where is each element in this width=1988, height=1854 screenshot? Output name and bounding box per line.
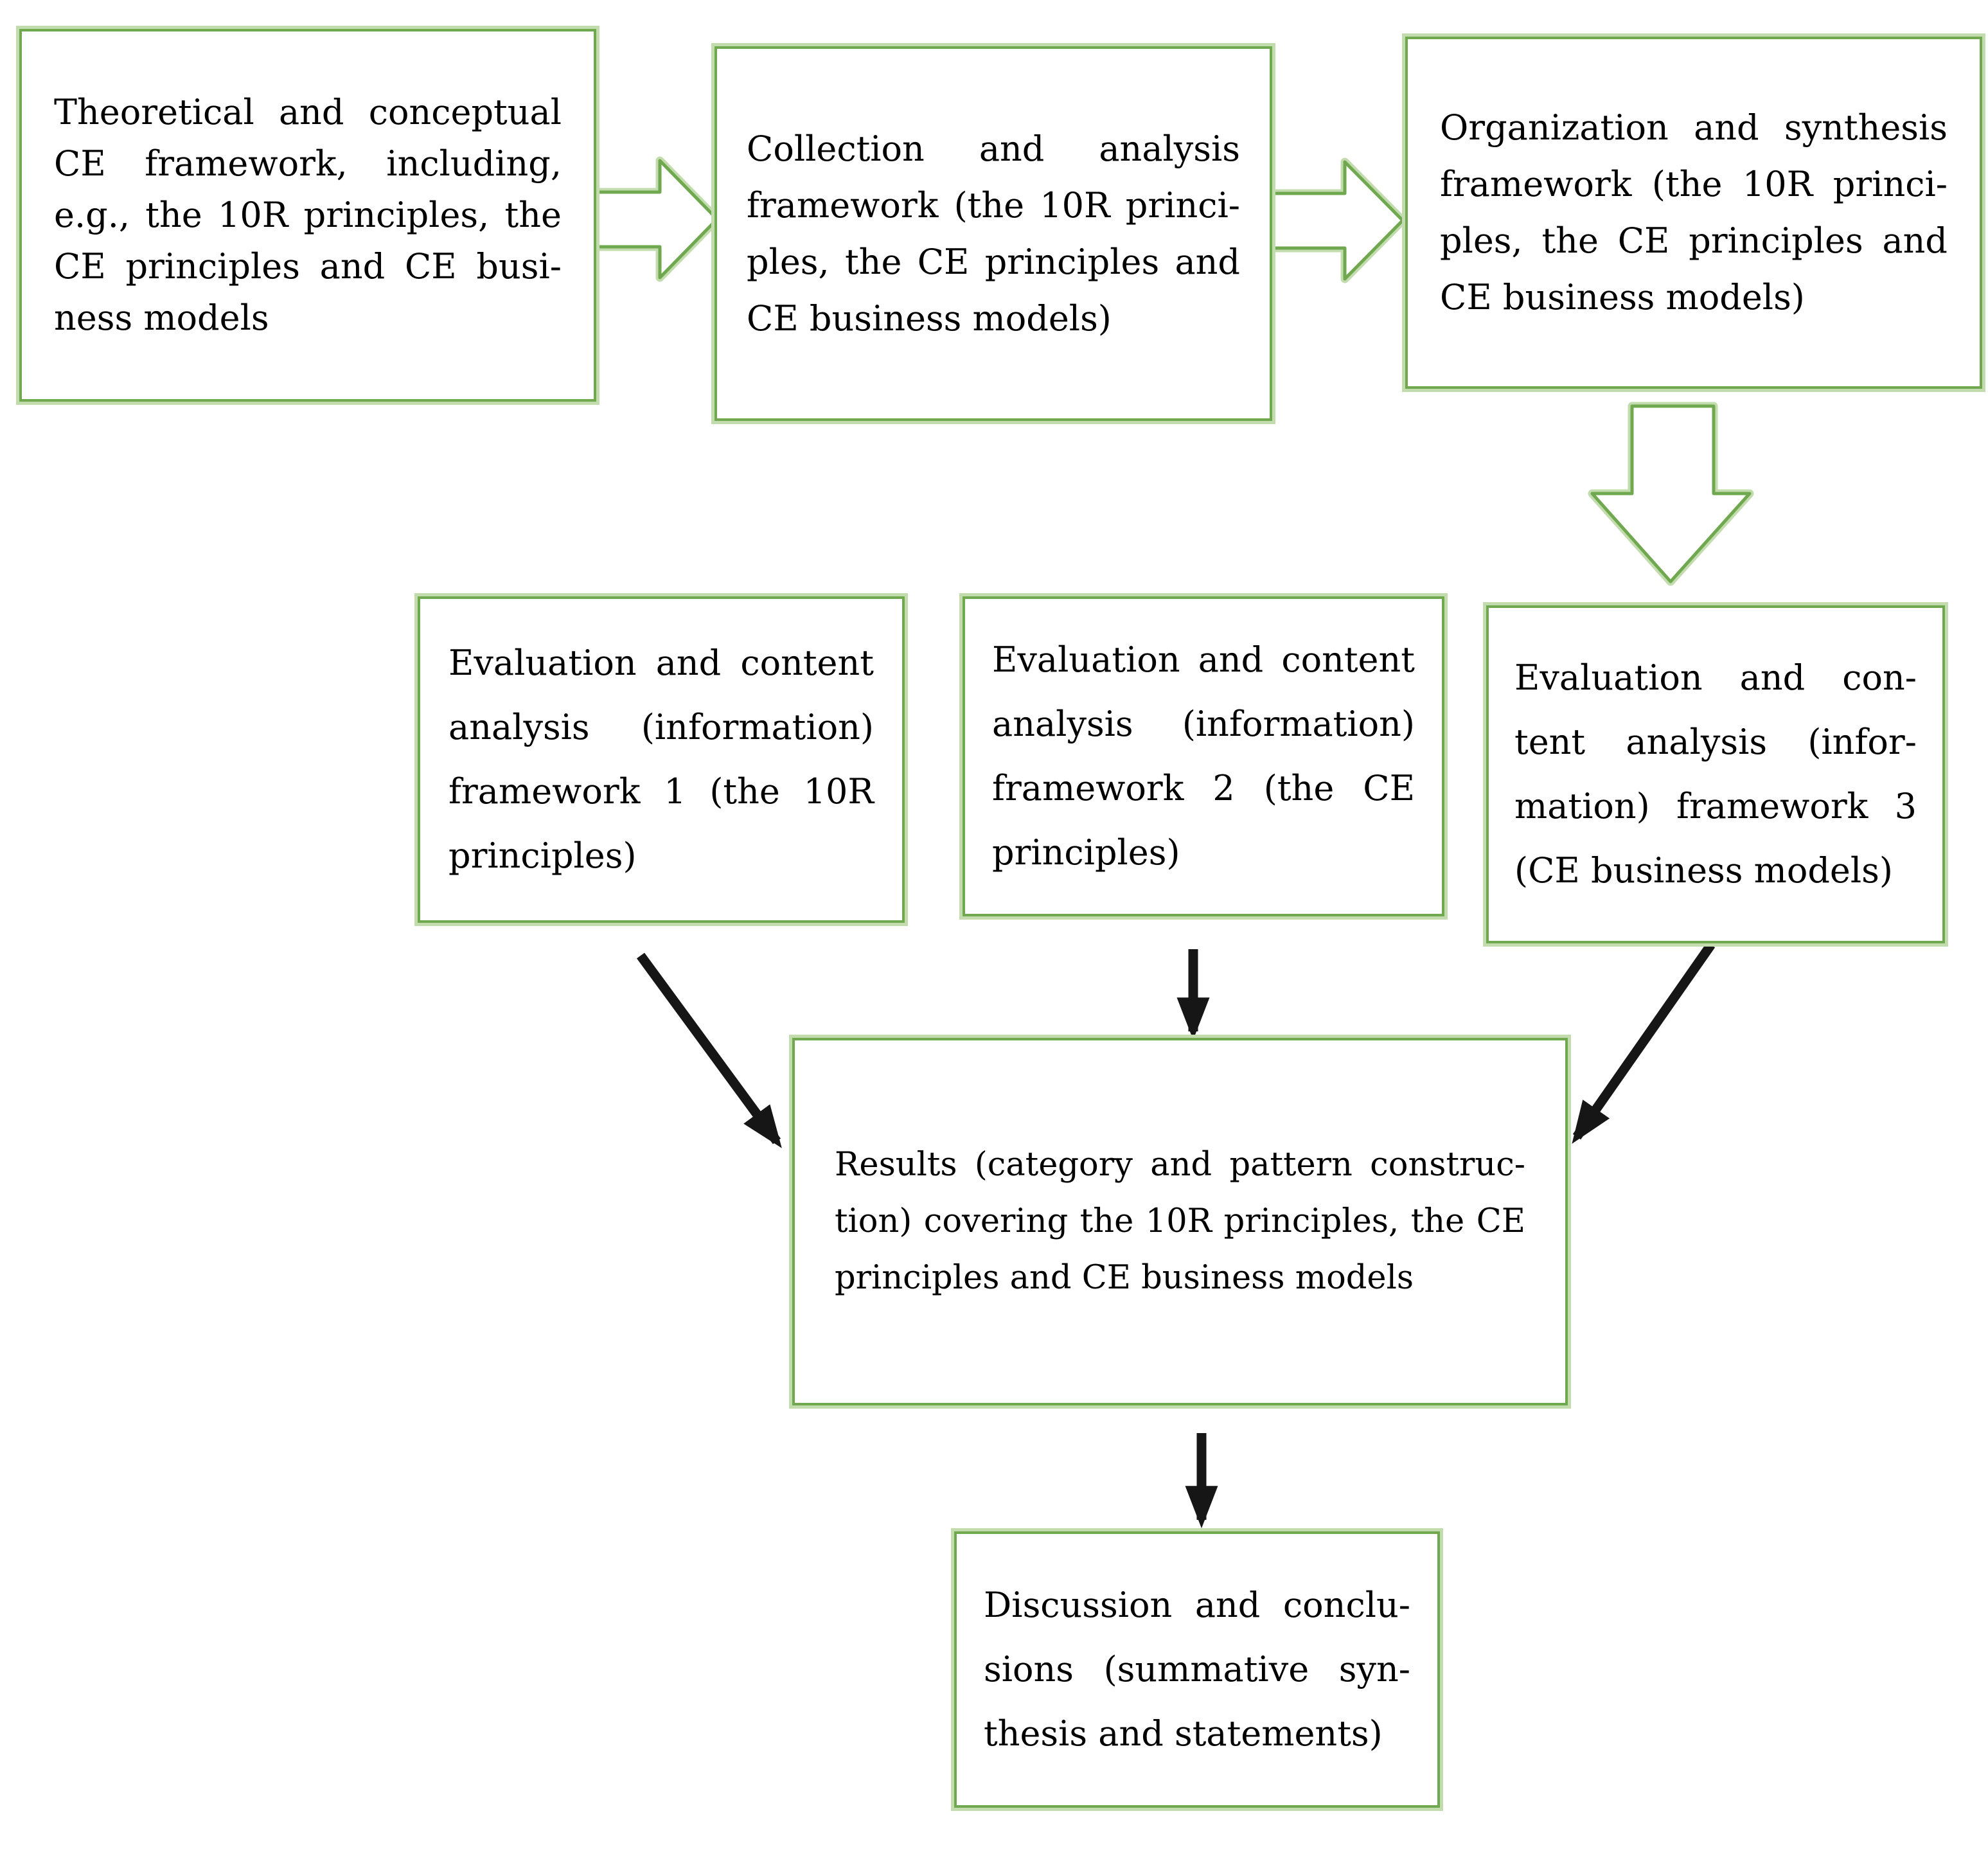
box-discussion-conclusions: Discussion and conclu- sions (summative … — [954, 1531, 1440, 1808]
box-text-line: analysis (information) — [992, 704, 1415, 744]
box-text-line: e.g., the 10R principles, the — [54, 195, 562, 235]
box-text-line: Organization and synthesis — [1440, 107, 1948, 148]
box-text-line: framework (the 10R princi- — [1440, 164, 1948, 204]
box-theoretical-framework: Theoretical and conceptual CE framework,… — [19, 29, 596, 402]
box-text-line: tent analysis (infor- — [1514, 722, 1917, 762]
box-text-line: principles) — [992, 832, 1180, 873]
box-text-line: CE business models) — [747, 298, 1112, 339]
box-text-line: sions (summative syn- — [984, 1649, 1410, 1689]
box-text-line: analysis (information) — [448, 707, 874, 747]
box-text-line: framework (the 10R princi- — [747, 184, 1240, 226]
box-text-line: principles and CE business models — [835, 1259, 1414, 1297]
box-text-line: Discussion and conclu- — [984, 1585, 1410, 1625]
box-text-line: framework 2 (the CE — [992, 768, 1415, 808]
box-organization-synthesis: Organization and synthesis framework (th… — [1405, 37, 1982, 389]
black-arrow-eval1-to-results-icon — [636, 952, 782, 1148]
box-text-line: Evaluation and content — [992, 639, 1415, 680]
box-evaluation-framework-1: Evaluation and content analysis (informa… — [418, 596, 905, 923]
box-text-line: principles) — [448, 835, 637, 876]
box-text-line: ples, the CE principles and — [1440, 220, 1948, 261]
box-text-line: Evaluation and content — [448, 643, 874, 683]
box-text-line: tion) covering the 10R principles, the C… — [835, 1202, 1525, 1240]
box-text-line: Evaluation and con- — [1514, 657, 1917, 698]
green-arrow-down-icon — [1588, 402, 1754, 586]
box-text-line: CE business models) — [1440, 277, 1805, 317]
box-results: Results (category and pattern construc- … — [792, 1038, 1568, 1405]
box-collection-analysis: Collection and analysis framework (the 1… — [714, 46, 1272, 421]
box-evaluation-framework-2: Evaluation and content analysis (informa… — [963, 596, 1444, 916]
box-evaluation-framework-3: Evaluation and con- tent analysis (infor… — [1486, 605, 1945, 943]
box-text-line: thesis and statements) — [984, 1713, 1383, 1754]
box-text-line: Results (category and pattern construc- — [835, 1146, 1525, 1184]
box-text-line: ples, the CE principles and — [747, 241, 1240, 282]
green-arrow-right-2-icon — [1269, 157, 1407, 283]
box-text-line: CE principles and CE busi- — [54, 246, 562, 287]
box-text-line: CE framework, including, — [54, 143, 562, 184]
box-text-line: (CE business models) — [1514, 850, 1893, 891]
box-text-line: ness models — [54, 298, 269, 338]
box-text-line: mation) framework 3 — [1514, 786, 1917, 826]
box-text-line: Theoretical and conceptual — [54, 92, 562, 132]
green-arrow-right-1-icon — [592, 156, 722, 282]
box-text-line: Collection and analysis — [747, 128, 1240, 169]
box-text-line: framework 1 (the 10R — [448, 771, 874, 812]
black-arrow-eval3-to-results-icon — [1572, 941, 1716, 1144]
